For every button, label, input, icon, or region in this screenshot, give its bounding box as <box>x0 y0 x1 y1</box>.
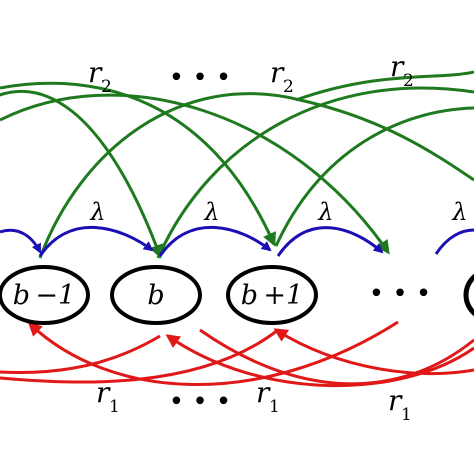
node-label: b −1 <box>13 280 75 311</box>
lambda-arc-0 <box>0 228 42 254</box>
r2-arc-2 <box>0 81 276 247</box>
r2-arc-7 <box>295 70 474 102</box>
svg-text:2: 2 <box>403 71 414 91</box>
lambda-arc-1 <box>38 225 154 257</box>
r1-transitions <box>0 320 474 388</box>
r2-transitions <box>0 70 474 259</box>
ellipsis-bottom: • • • <box>169 387 232 417</box>
ellipsis-middle: • • • <box>369 279 432 309</box>
svg-text:r: r <box>88 56 103 89</box>
r2-arc-3 <box>0 93 390 255</box>
r1-arc-5 <box>0 334 161 375</box>
lambda-label-2: λ <box>203 198 219 226</box>
svg-text:r: r <box>388 384 403 417</box>
svg-text:r: r <box>256 376 271 409</box>
svg-text:1: 1 <box>109 397 120 417</box>
r1-arc-6 <box>199 328 474 386</box>
svg-text:r: r <box>270 56 285 89</box>
svg-text:2: 2 <box>101 77 112 97</box>
r2-label-3: r 2 <box>390 50 414 91</box>
ellipsis-top: • • • <box>169 63 232 93</box>
state-node-b-plus-1: b +1 <box>226 265 318 325</box>
lambda-label-3: λ <box>317 198 333 226</box>
svg-text:r: r <box>390 50 405 83</box>
r2-label-1: r 2 <box>88 56 112 97</box>
node-label: b <box>147 280 164 311</box>
r1-label-2: r 1 <box>256 376 280 417</box>
svg-text:2: 2 <box>283 77 294 97</box>
state-node-partial <box>463 273 474 317</box>
svg-text:1: 1 <box>401 405 412 425</box>
node-label: b +1 <box>241 280 303 311</box>
r2-arc-5 <box>156 86 474 259</box>
state-node-b-minus-1: b −1 <box>0 265 90 325</box>
r2-arc-6 <box>274 106 474 247</box>
r2-arc-1 <box>0 89 163 259</box>
r2-label-2: r 2 <box>270 56 294 97</box>
r1-label-1: r 1 <box>96 376 120 417</box>
r1-arc-4 <box>0 328 279 384</box>
lambda-arc-4 <box>434 228 474 255</box>
r1-arc-3 <box>273 328 474 376</box>
lambda-transitions <box>0 225 474 257</box>
state-node-b: b <box>110 265 202 325</box>
lambda-arc-2 <box>158 226 272 257</box>
svg-text:1: 1 <box>269 397 280 417</box>
r1-label-3: r 1 <box>388 384 412 425</box>
r1-arc-2 <box>165 334 474 388</box>
r1-arc-1 <box>27 320 399 387</box>
lambda-arc-3 <box>276 226 384 257</box>
svg-text:r: r <box>96 376 111 409</box>
r2-arc-4 <box>38 92 474 259</box>
lambda-label-1: λ <box>89 198 105 226</box>
lambda-label-4: λ <box>451 198 467 226</box>
